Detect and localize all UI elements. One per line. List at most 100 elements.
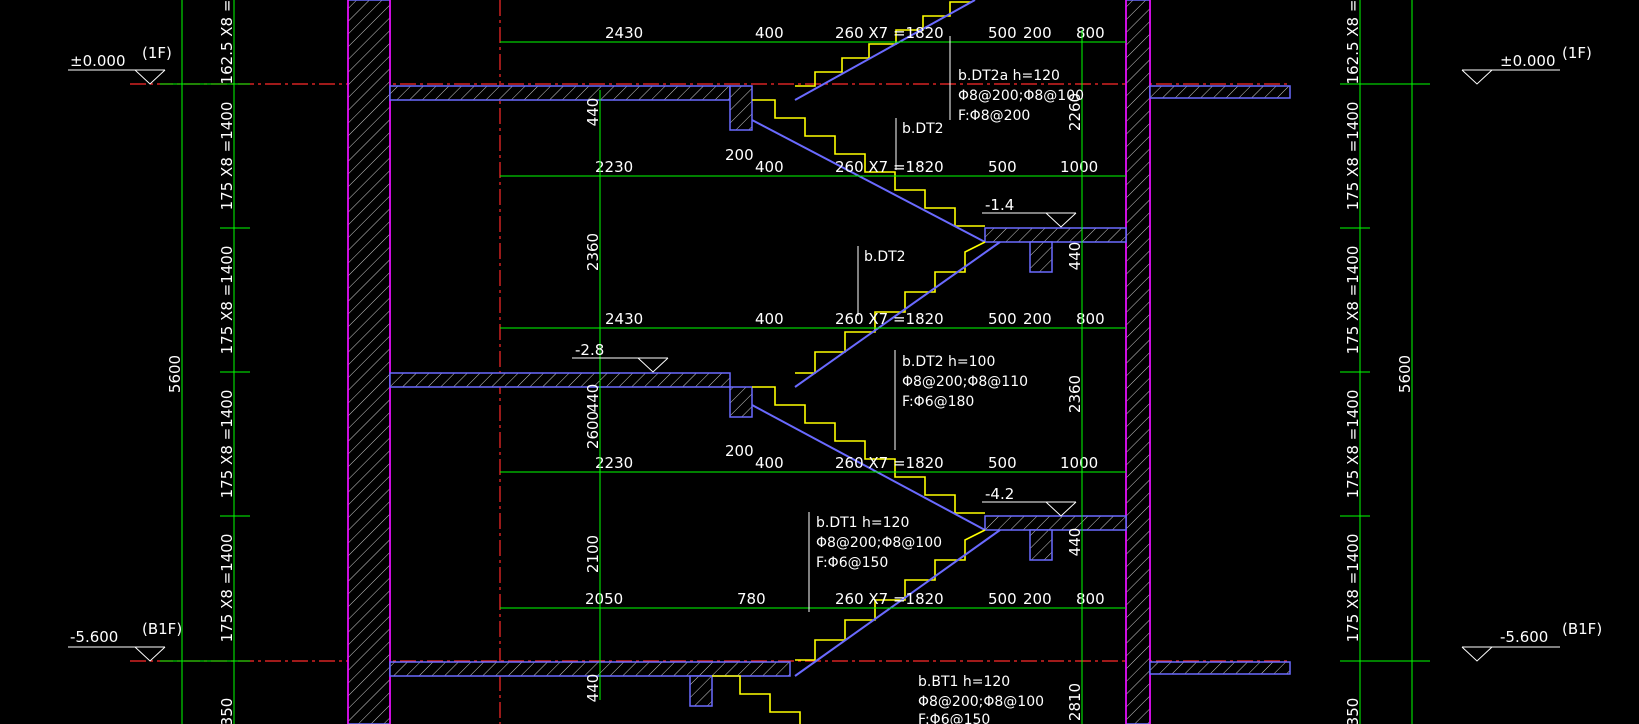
hdim-label: 260 X7 =1820 [835, 454, 944, 472]
slab-b1f [389, 661, 1291, 707]
note-title: b.DT2 h=100 [902, 354, 995, 370]
vdim-label: 175 X8 =1400 [218, 246, 236, 355]
vdim-label: 162.5 X8 = [1344, 0, 1362, 84]
vdim-label: 175 X8 =1400 [218, 534, 236, 643]
inner-right-vdims: 2260 440 2360 440 2810 [1066, 30, 1084, 724]
note-line: Φ8@200;Φ8@100 [918, 694, 1044, 710]
level-elev-text: ±0.000 [70, 52, 126, 70]
right-stack-labels: 162.5 X8 = 175 X8 =1400 175 X8 =1400 175… [1344, 0, 1414, 724]
hdim-label: 200 [725, 146, 754, 164]
level-floor-text: (1F) [1562, 44, 1592, 62]
hdim-label: 800 [1076, 310, 1105, 328]
hdim-label: 260 X7 =1820 [835, 310, 944, 328]
hdim-label: 400 [755, 24, 784, 42]
note-dt2-h100: b.DT2 h=100 Φ8@200;Φ8@110 F:Φ6@180 [894, 350, 1028, 450]
hdim-row-1: 2430 400 260 X7 =1820 500 200 800 [500, 24, 1126, 43]
vdim-label: 175 X8 =1400 [1344, 102, 1362, 211]
landing-mid-1 [984, 227, 1127, 273]
hdim-label: 500 [988, 590, 1017, 608]
hdim-label: 500 [988, 158, 1017, 176]
hdim-label: 2050 [585, 590, 623, 608]
mid-elev-text: -4.2 [985, 485, 1014, 503]
vdim-label: 440 [1066, 242, 1084, 271]
note-line: F:Φ6@150 [816, 555, 888, 571]
vdim-label: 440 [584, 384, 602, 413]
note-dt2-a: b.DT2 [895, 118, 944, 170]
hdim-label: 800 [1076, 24, 1105, 42]
note-line: Φ8@200;Φ8@110 [902, 374, 1028, 390]
note-dt2-b: b.DT2 [857, 246, 906, 316]
level-elev-text: -5.600 [1500, 628, 1548, 646]
note-dt1: b.DT1 h=120 Φ8@200;Φ8@100 F:Φ6@150 [808, 512, 942, 612]
hdim-label: 200 [1023, 590, 1052, 608]
level-marker-b1f-left: -5.600 (B1F) [68, 620, 182, 662]
note-title: b.DT2 [864, 249, 906, 265]
hdim-row-4: 200 2230 400 260 X7 =1820 500 1000 [500, 442, 1126, 473]
vdim-label: 2260 [1066, 93, 1084, 131]
hdim-label: 500 [988, 454, 1017, 472]
hdim-label: 1000 [1060, 454, 1098, 472]
vdim-total: 5600 [1396, 355, 1414, 393]
note-line: Φ8@200;Φ8@100 [816, 535, 942, 551]
note-title: b.DT2 [902, 121, 944, 137]
note-line: F:Φ8@200 [958, 108, 1030, 124]
vdim-label: 2360 [584, 233, 602, 271]
vdim-label: 440 [584, 98, 602, 127]
level-marker-1f-left: ±0.000 (1F) [68, 44, 172, 85]
vdim-label: 2360 [1066, 375, 1084, 413]
level-elev-text: -5.600 [70, 628, 118, 646]
note-title: b.DT1 h=120 [816, 515, 909, 531]
left-dimension-chain [160, 0, 250, 724]
hdim-label: 500 [988, 24, 1017, 42]
hdim-label: 200 [1023, 310, 1052, 328]
vdim-label: 175 X8 =1400 [1344, 534, 1362, 643]
left-wall [347, 0, 391, 724]
landing-mid-3 [984, 515, 1127, 561]
note-bt1: b.BT1 h=120 Φ8@200;Φ8@100 F:Φ6@150 [918, 674, 1044, 724]
hdim-label: 780 [737, 590, 766, 608]
hdim-label: 2230 [595, 158, 633, 176]
hdim-row-3: 2430 400 260 X7 =1820 500 200 800 [500, 310, 1126, 329]
mid-elev-3: -4.2 [982, 485, 1077, 517]
hdim-label: 400 [755, 158, 784, 176]
vdim-label: 440 [584, 674, 602, 703]
vdim-label: 162.5 X8 = [218, 0, 236, 84]
vdim-label: 2600 [584, 411, 602, 449]
left-stack-labels: 162.5 X8 = 175 X8 =1400 175 X8 =1400 175… [166, 0, 236, 724]
level-floor-text: (B1F) [142, 620, 182, 638]
level-marker-b1f-right: -5.600 (B1F) [1461, 620, 1602, 662]
vdim-label: 2100 [584, 535, 602, 573]
hdim-label: 500 [988, 310, 1017, 328]
note-dt2a: b.DT2a h=120 Φ8@200;Φ8@100 F:Φ8@200 [949, 36, 1084, 124]
level-floor-text: (B1F) [1562, 620, 1602, 638]
hdim-label: 400 [755, 310, 784, 328]
mid-elev-2: -2.8 [572, 341, 669, 373]
note-line: Φ8@200;Φ8@100 [958, 88, 1084, 104]
hdim-label: 200 [1023, 24, 1052, 42]
vdim-total: 5600 [166, 355, 184, 393]
right-dimension-chain [1340, 0, 1430, 724]
vdim-label: 2810 [1066, 683, 1084, 721]
mid-elev-text: -2.8 [575, 341, 604, 359]
stair-flights [712, 0, 1001, 724]
note-title: b.BT1 h=120 [918, 674, 1010, 690]
mid-elev-1: -1.4 [982, 196, 1077, 228]
vdim-label: 350 [218, 698, 236, 724]
note-title: b.DT2a h=120 [958, 68, 1060, 84]
hdim-row-5: 2050 780 260 X7 =1820 500 200 800 [500, 590, 1126, 609]
level-elev-text: ±0.000 [1500, 52, 1556, 70]
level-marker-1f-right: ±0.000 (1F) [1461, 44, 1592, 85]
vdim-label: 175 X8 =1400 [1344, 246, 1362, 355]
hdim-row-2: 200 2230 400 260 X7 =1820 500 1000 [500, 146, 1126, 177]
inner-left-vdims: 440 2360 440 2600 2100 440 [584, 90, 602, 702]
hdim-label: 2430 [605, 24, 643, 42]
vdim-label: 175 X8 =1400 [1344, 390, 1362, 499]
hdim-label: 800 [1076, 590, 1105, 608]
hdim-label: 1000 [1060, 158, 1098, 176]
note-line: F:Φ6@150 [918, 712, 990, 724]
mid-elev-text: -1.4 [985, 196, 1014, 214]
hdim-label: 260 X7 =1820 [835, 158, 944, 176]
hdim-label: 400 [755, 454, 784, 472]
hdim-label: 260 X7 =1820 [835, 590, 944, 608]
